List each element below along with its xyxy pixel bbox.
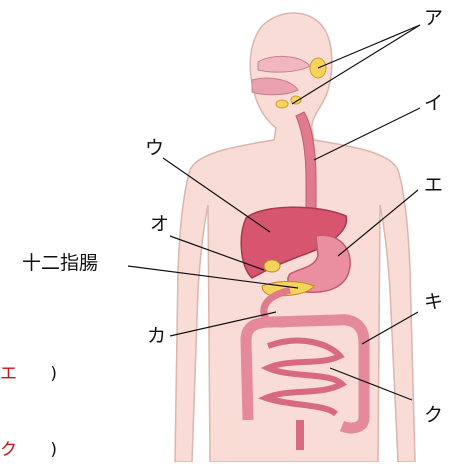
answer-close-1: ) (50, 364, 57, 384)
label-ka: カ (147, 327, 166, 346)
salivary-gland-jaw1 (276, 100, 288, 108)
gallbladder (264, 260, 280, 272)
label-duodenum: 十二指腸 (22, 254, 98, 273)
answer-value-1: エ (0, 364, 17, 384)
answer-row-1: エ ) (0, 366, 57, 383)
label-e: エ (424, 176, 443, 195)
answer-value-2: ク (0, 440, 17, 460)
label-ku: ク (424, 406, 443, 425)
label-a: ア (424, 9, 443, 28)
label-i: イ (424, 94, 443, 113)
answer-close-2: ) (50, 440, 57, 460)
label-o: オ (150, 215, 169, 234)
label-ki: キ (424, 293, 443, 312)
answer-row-2: ク ) (0, 442, 57, 459)
label-u: ウ (145, 139, 164, 158)
